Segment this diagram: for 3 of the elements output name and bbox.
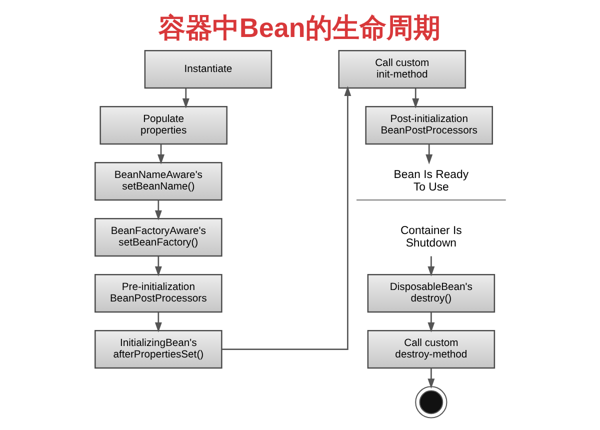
node-text: Container Is Shutdown (400, 224, 462, 250)
diagram-title: 容器中Bean的生命周期 (158, 12, 440, 43)
node-text: Bean Is Ready To Use (393, 168, 468, 194)
